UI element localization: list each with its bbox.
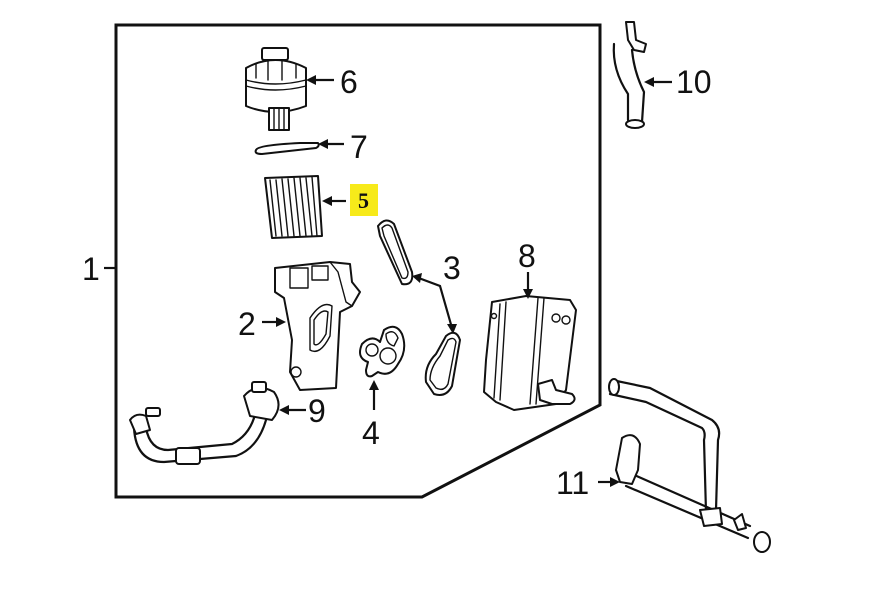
callout-6[interactable]: 6 (340, 64, 358, 100)
coolant-pipe-assembly-part[interactable] (608, 378, 771, 553)
callout-9[interactable]: 9 (308, 393, 326, 429)
callout-10-arrowhead (644, 77, 654, 87)
callout-3-arrowhead-lower (447, 324, 457, 334)
callout-4[interactable]: 4 (362, 415, 380, 451)
assembly-frame (114, 23, 602, 499)
callout-5[interactable]: 5 (358, 188, 369, 213)
callout-9-arrowhead (279, 405, 289, 415)
oil-filter-element-part[interactable] (264, 175, 323, 239)
callout-6-arrowhead (306, 75, 316, 85)
callout-11[interactable]: 11 (556, 465, 589, 501)
callout-1[interactable]: 1 (82, 251, 100, 287)
callout-7-arrowhead (318, 139, 328, 149)
coolant-hose-upper-part[interactable] (612, 21, 647, 129)
callout-10[interactable]: 10 (676, 64, 712, 100)
callout-5-highlight (350, 184, 378, 216)
callout-4-arrowhead (369, 380, 379, 390)
cooler-seal-part[interactable] (359, 325, 406, 378)
filter-cap-part[interactable] (245, 47, 307, 131)
callout-7[interactable]: 7 (350, 129, 368, 165)
callout-3[interactable]: 3 (443, 250, 461, 286)
cooler-line-part[interactable] (129, 381, 280, 465)
callout-8[interactable]: 8 (518, 238, 536, 274)
callout-8-arrowhead (523, 289, 533, 299)
oil-cooler-part[interactable] (483, 295, 577, 411)
o-ring-part[interactable] (254, 142, 320, 155)
housing-gaskets-part[interactable] (377, 219, 461, 396)
callout-3-leader (415, 275, 454, 329)
callout-3-arrowhead-upper (412, 273, 422, 283)
filter-housing-part[interactable] (274, 261, 361, 391)
callout-11-arrowhead (610, 477, 620, 487)
callout-5-arrowhead (322, 196, 332, 206)
callout-2[interactable]: 2 (238, 306, 256, 342)
callout-2-arrowhead (276, 317, 286, 327)
